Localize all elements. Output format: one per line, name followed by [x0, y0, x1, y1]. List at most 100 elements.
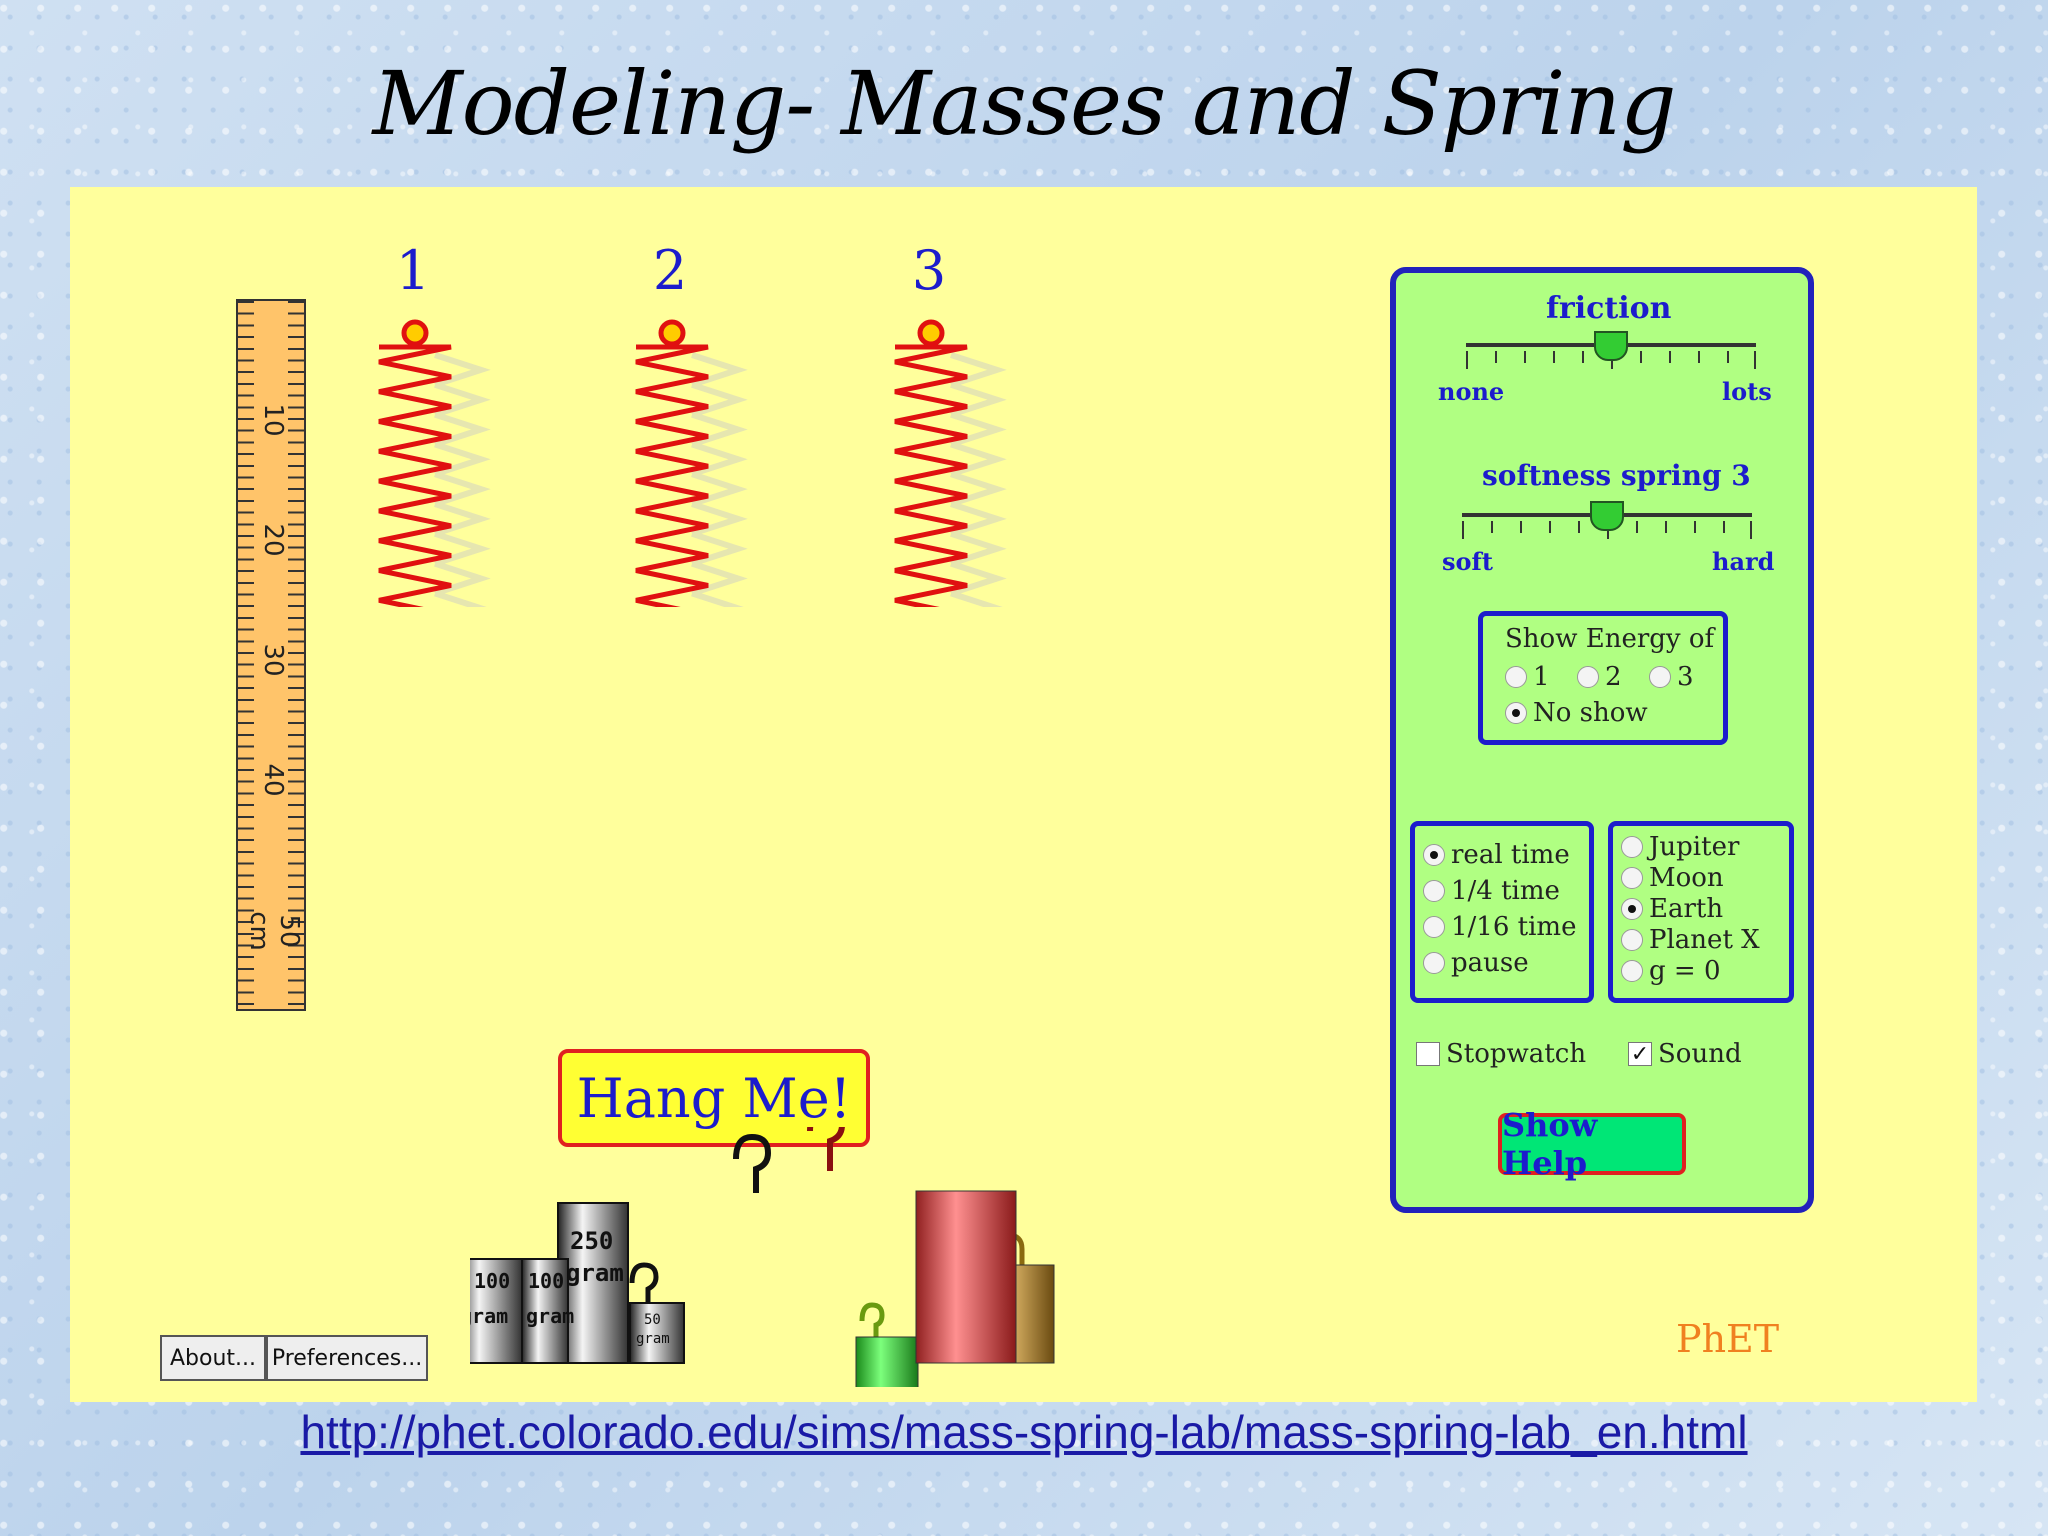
hook-icon: [629, 1262, 659, 1303]
energy-option-label: No show: [1533, 698, 1648, 728]
checkbox-icon[interactable]: [1416, 1042, 1440, 1066]
hook-icon: [859, 1302, 885, 1337]
softness-label: softness spring 3: [1482, 459, 1751, 492]
radio-icon[interactable]: [1621, 898, 1643, 920]
tick: [1582, 351, 1584, 363]
time-option-label: real time: [1451, 840, 1570, 870]
simulation-url-link[interactable]: http://phet.colorado.edu/sims/mass-sprin…: [300, 1406, 1748, 1458]
ruler[interactable]: 10 20 30 40 50 cm: [236, 299, 306, 1011]
show-help-button[interactable]: Show Help: [1498, 1106, 1686, 1182]
radio-icon[interactable]: [1423, 916, 1445, 938]
spring-hook-icon: [401, 319, 429, 347]
spring-coil: [635, 344, 709, 607]
gravity-option-label: g = 0: [1649, 956, 1721, 986]
radio-icon[interactable]: [1505, 666, 1527, 688]
radio-icon[interactable]: [1577, 666, 1599, 688]
checkbox-icon[interactable]: ✓: [1628, 1042, 1652, 1067]
gravity-option-g0[interactable]: g = 0: [1621, 956, 1721, 986]
tick: [1462, 521, 1464, 539]
slide-title: Modeling- Masses and Spring: [372, 52, 1677, 155]
friction-slider[interactable]: [1466, 329, 1756, 369]
softness-slider[interactable]: [1462, 499, 1752, 539]
energy-option-label: 3: [1677, 662, 1694, 692]
tick: [1698, 351, 1700, 363]
friction-label: friction: [1546, 291, 1672, 326]
gravity-option-moon[interactable]: Moon: [1621, 863, 1724, 893]
radio-icon[interactable]: [1423, 952, 1445, 974]
preferences-button[interactable]: Preferences...: [266, 1335, 428, 1381]
spring-label-3: 3: [911, 239, 947, 302]
gravity-option-label: Planet X: [1649, 925, 1760, 955]
tick: [1727, 351, 1729, 363]
radio-icon[interactable]: [1621, 929, 1643, 951]
radio-icon[interactable]: [1423, 844, 1445, 866]
spring-1[interactable]: [378, 319, 491, 607]
time-option-label: pause: [1451, 948, 1529, 978]
ruler-mark: 40: [258, 763, 288, 797]
stopwatch-label: Stopwatch: [1446, 1039, 1587, 1069]
radio-icon[interactable]: [1621, 836, 1643, 858]
mass-label: 50: [644, 1312, 661, 1328]
mass-label: gram: [566, 1259, 624, 1287]
tick: [1466, 351, 1468, 369]
ruler-mark: 30: [258, 643, 288, 677]
tick: [1578, 521, 1580, 533]
radio-icon[interactable]: [1621, 960, 1643, 982]
mass-100b-body[interactable]: [521, 1258, 569, 1364]
mass-label: 100: [528, 1269, 564, 1293]
energy-option-2[interactable]: 2: [1577, 662, 1622, 692]
tick: [1754, 351, 1756, 369]
mass-red-body[interactable]: [915, 1190, 1017, 1364]
spring-hook-icon: [917, 319, 945, 347]
hook-icon: [733, 1133, 772, 1193]
softness-max-label: hard: [1712, 547, 1775, 576]
about-button[interactable]: About...: [160, 1335, 266, 1381]
tick: [1636, 521, 1638, 533]
time-option-quarter[interactable]: 1/4 time: [1423, 876, 1560, 906]
simulation-canvas[interactable]: 10 20 30 40 50 cm 1 2 3 friction no: [70, 187, 1977, 1402]
radio-icon[interactable]: [1423, 880, 1445, 902]
energy-option-3[interactable]: 3: [1649, 662, 1694, 692]
gravity-option-planet-x[interactable]: Planet X: [1621, 925, 1760, 955]
stopwatch-toggle[interactable]: Stopwatch: [1416, 1039, 1586, 1069]
hang-me-label: Hang Me!: [558, 1049, 870, 1147]
radio-icon[interactable]: [1649, 666, 1671, 688]
mass-50-body[interactable]: [629, 1302, 685, 1364]
energy-option-no-show[interactable]: No show: [1505, 698, 1648, 728]
softness-slider-thumb[interactable]: [1590, 501, 1624, 531]
sound-label: Sound: [1658, 1039, 1742, 1069]
tick: [1640, 351, 1642, 363]
tick: [1524, 351, 1526, 363]
spring-3[interactable]: [894, 319, 1007, 607]
mass-label: gram: [636, 1331, 670, 1347]
spring-coil: [378, 344, 452, 607]
time-option-pause[interactable]: pause: [1423, 948, 1529, 978]
time-option-sixteenth[interactable]: 1/16 time: [1423, 912, 1576, 942]
mass-green-body[interactable]: [855, 1336, 919, 1387]
control-panel: friction none lots softness spring 3: [1390, 267, 1814, 1213]
gravity-option-jupiter[interactable]: Jupiter: [1621, 832, 1739, 862]
time-option-real[interactable]: real time: [1423, 840, 1570, 870]
tick: [1665, 521, 1667, 533]
springs-svg: [378, 319, 1007, 607]
tick: [1750, 521, 1752, 539]
tick: [1495, 351, 1497, 363]
masses-svg: 100 gram 100 gram 250 gram 50 gram: [470, 1127, 1055, 1387]
gravity-option-earth[interactable]: Earth: [1621, 894, 1723, 924]
gravity-option-label: Jupiter: [1649, 832, 1740, 862]
softness-min-label: soft: [1442, 547, 1493, 576]
sound-toggle[interactable]: ✓Sound: [1628, 1039, 1742, 1069]
friction-slider-thumb[interactable]: [1594, 331, 1628, 361]
tick: [1549, 521, 1551, 533]
tick: [1553, 351, 1555, 363]
energy-title: Show Energy of: [1505, 624, 1714, 654]
spring-2[interactable]: [635, 319, 748, 607]
tick: [1694, 521, 1696, 533]
energy-box: Show Energy of 1 2 3 No show: [1478, 611, 1728, 745]
energy-option-label: 2: [1605, 662, 1622, 692]
energy-option-1[interactable]: 1: [1505, 662, 1550, 692]
radio-icon[interactable]: [1505, 702, 1527, 724]
spring-shadow: [950, 352, 1007, 607]
gravity-option-label: Earth: [1649, 894, 1724, 924]
radio-icon[interactable]: [1621, 867, 1643, 889]
